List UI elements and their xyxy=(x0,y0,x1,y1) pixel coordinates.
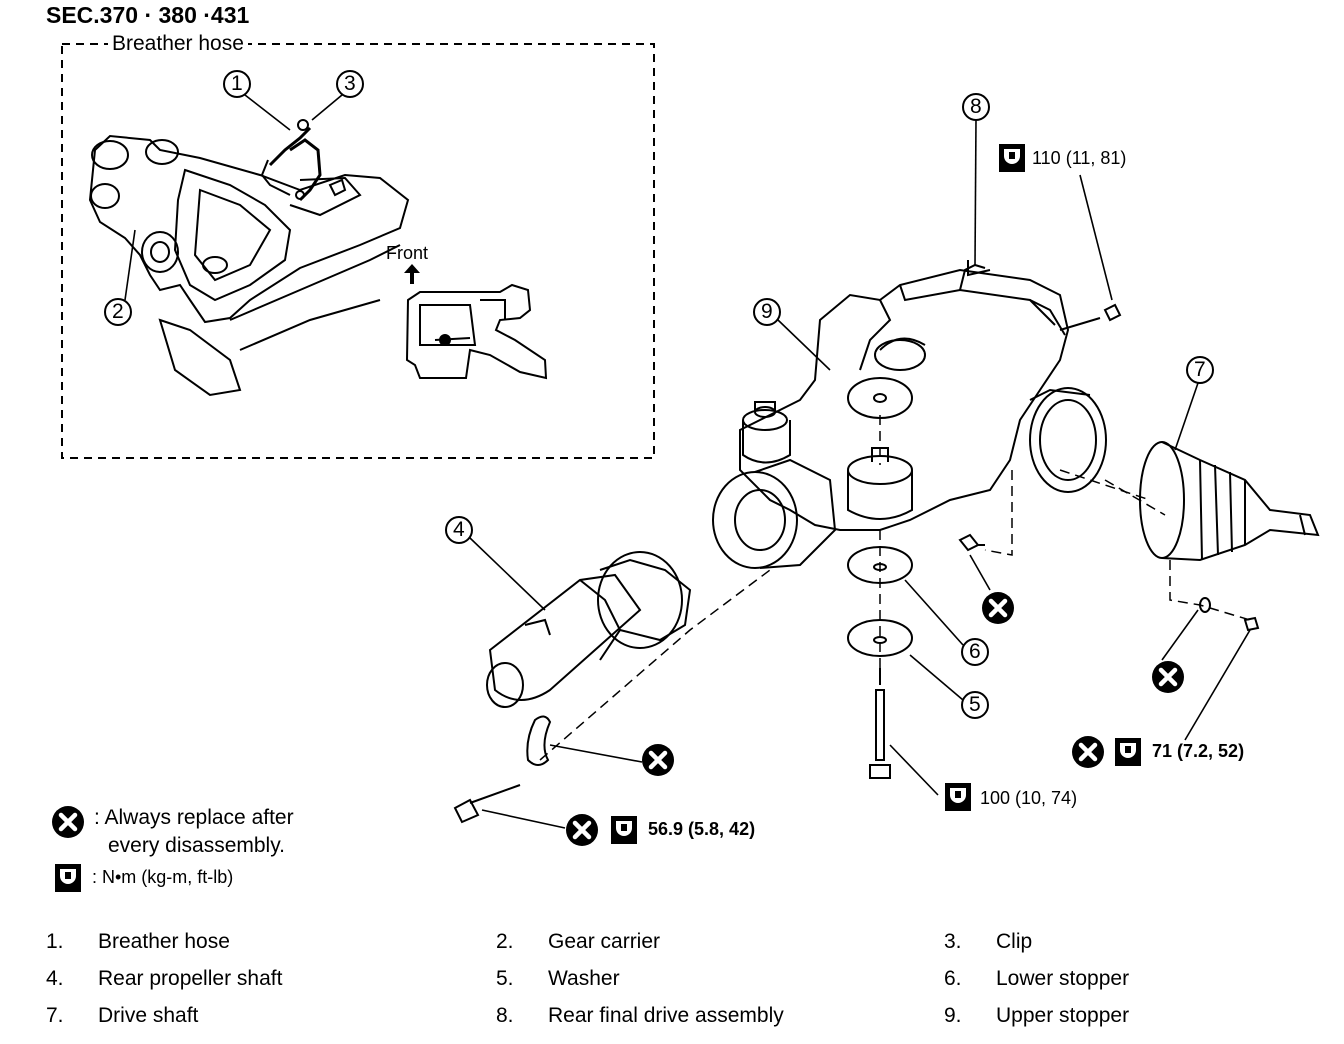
part-num-6: 6. xyxy=(944,967,962,990)
callout-2: 2 xyxy=(112,300,124,323)
torque-symbols xyxy=(55,144,1141,892)
callout-circles xyxy=(104,70,1214,719)
part-name-1: Breather hose xyxy=(98,930,230,953)
part-num-2: 2. xyxy=(496,930,514,953)
callout-7: 7 xyxy=(1194,358,1206,381)
legend-replace-line1: : Always replace after xyxy=(94,806,294,829)
small-hardware-drawing xyxy=(453,533,1260,824)
callout-5: 5 xyxy=(969,693,981,716)
torque-100: 100 (10, 74) xyxy=(980,788,1078,808)
torque-71: 71 (7.2, 52) xyxy=(1152,741,1245,761)
torque-56-9: 56.9 (5.8, 42) xyxy=(648,819,756,839)
rear-propeller-shaft-drawing xyxy=(486,551,692,708)
inset-box xyxy=(61,43,655,459)
drive-shaft-drawing xyxy=(1139,441,1320,562)
part-name-7: Drive shaft xyxy=(98,1004,199,1027)
part-num-5: 5. xyxy=(496,967,514,990)
callout-9: 9 xyxy=(761,300,773,323)
front-arrow-icon xyxy=(404,264,420,284)
callout-1: 1 xyxy=(231,72,243,95)
callout-8: 8 xyxy=(970,95,982,118)
part-name-8: Rear final drive assembly xyxy=(548,1004,784,1027)
part-name-2: Gear carrier xyxy=(548,930,661,953)
part-name-5: Washer xyxy=(548,967,620,990)
rear-final-drive-drawing xyxy=(712,260,1122,569)
torque-110: 110 (11, 81) xyxy=(1032,148,1127,168)
inset-gear-carrier-drawing xyxy=(88,119,410,397)
part-name-4: Rear propeller shaft xyxy=(98,967,283,990)
part-name-6: Lower stopper xyxy=(996,967,1130,990)
part-num-7: 7. xyxy=(46,1004,64,1027)
leader-lines xyxy=(469,118,1251,829)
part-num-3: 3. xyxy=(944,930,962,953)
part-num-8: 8. xyxy=(496,1004,514,1027)
legend-replace-line2: every disassembly. xyxy=(108,834,286,857)
front-label: Front xyxy=(386,243,429,263)
inset-title: Breather hose xyxy=(108,32,248,56)
alignment-lines xyxy=(539,415,1251,761)
inset-leaders xyxy=(124,94,343,301)
part-num-1: 1. xyxy=(46,930,64,953)
callout-3: 3 xyxy=(344,72,356,95)
part-num-9: 9. xyxy=(944,1004,962,1027)
part-num-4: 4. xyxy=(46,967,64,990)
part-name-3: Clip xyxy=(996,930,1033,953)
part-name-9: Upper stopper xyxy=(996,1004,1130,1027)
legend-units: : N•m (kg-m, ft-lb) xyxy=(92,867,234,887)
inset-vehicle-view xyxy=(405,283,548,380)
section-title: SEC.370 · 380 ·431 xyxy=(46,2,250,28)
callout-4: 4 xyxy=(453,518,465,541)
callout-6: 6 xyxy=(969,640,981,663)
